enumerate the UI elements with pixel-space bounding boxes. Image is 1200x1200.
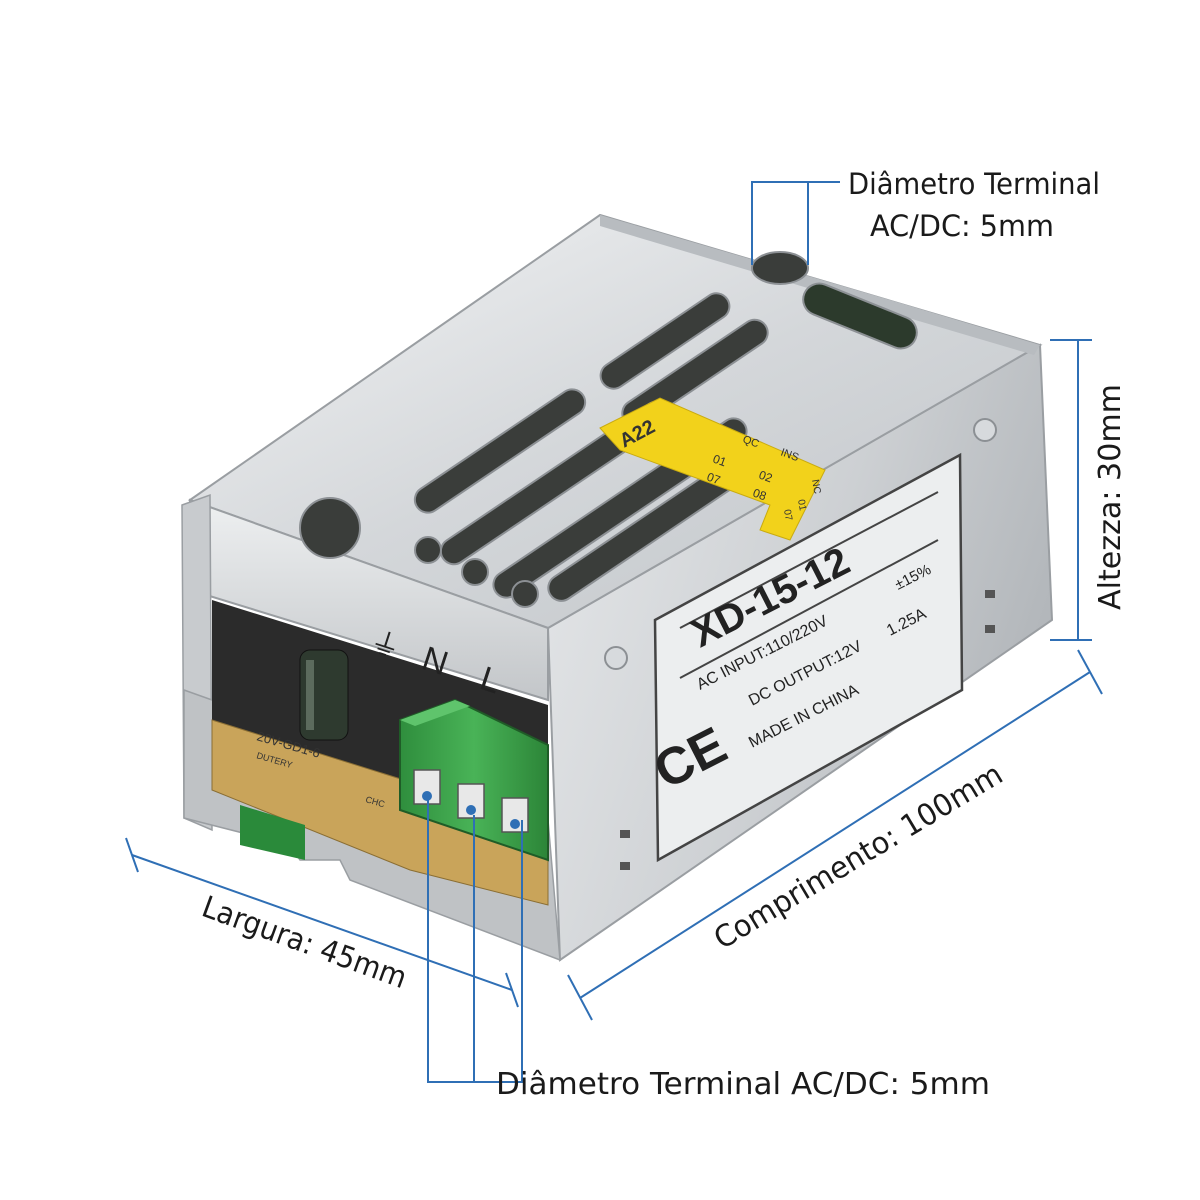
side-screw-1 <box>973 418 997 442</box>
side-screw-2 <box>604 646 628 670</box>
pcb-green-part <box>240 805 305 860</box>
qc-tape-side-b: 07 <box>781 509 794 522</box>
qc-tape-side-c: NC <box>809 479 822 495</box>
dimension-lines <box>125 181 1103 1083</box>
terminal-block <box>399 698 549 862</box>
bottom-terminal-label: Diâmetro Terminal AC/DC: 5mm <box>496 1067 990 1102</box>
qc-tape-header-qc: QC <box>741 434 761 451</box>
top-terminal-label-line2: AC/DC: 5mm <box>870 209 1054 243</box>
vent-slots <box>299 251 918 608</box>
qc-tape: A22 QC INS 01 02 07 08 01 07 NC <box>599 397 826 541</box>
qc-tape-cell-3: 07 <box>705 470 723 488</box>
top-terminal-leader <box>751 181 809 265</box>
qc-tape-side-a: 01 <box>795 499 808 512</box>
top-terminal-label-line1: Diâmetro Terminal <box>848 167 1100 201</box>
width-line <box>131 854 513 991</box>
qc-tape-cell-2: 02 <box>757 468 775 486</box>
length-line <box>579 671 1091 999</box>
height-label: Altezza: 30mm <box>1093 384 1128 610</box>
qc-tape-cell-1: 01 <box>711 452 729 470</box>
qc-tape-header-ins: INS <box>779 447 800 465</box>
spec-plate <box>653 452 964 863</box>
terminal-screw-2 <box>457 783 485 819</box>
qc-tape-cell-4: 08 <box>751 486 769 504</box>
